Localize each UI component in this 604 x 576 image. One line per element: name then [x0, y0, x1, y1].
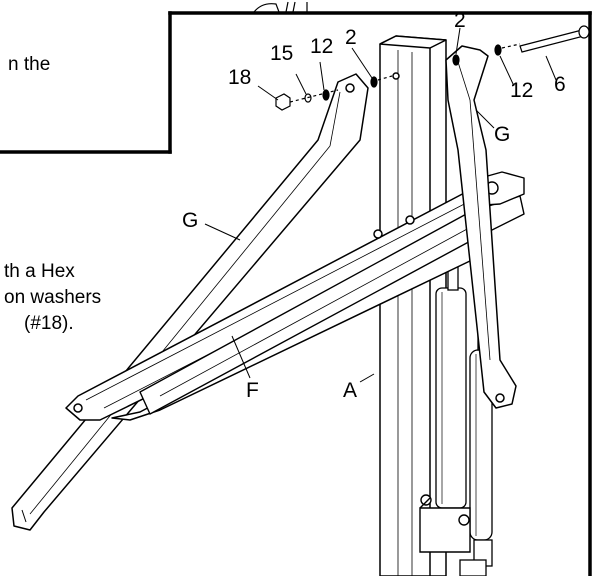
instruction-line-top: n the [8, 54, 51, 75]
bolt-6 [519, 25, 590, 53]
instruction-line-2: on washers [4, 287, 102, 308]
callout-2-left: 2 [345, 26, 357, 49]
bottom-bracket [419, 494, 471, 553]
instruction-line-3: (#18). [24, 313, 74, 334]
callout-12-right: 12 [510, 79, 534, 102]
callout-6: 6 [554, 73, 566, 96]
callout-a: A [343, 379, 358, 402]
callout-12-left: 12 [310, 35, 334, 58]
diagram-frame [0, 11, 592, 576]
callout-18: 18 [228, 66, 252, 89]
callout-f: F [246, 379, 259, 402]
callout-g-top: G [494, 123, 511, 146]
callout-g-left: G [182, 209, 199, 232]
arm-g-right [445, 45, 517, 409]
callout-15: 15 [270, 42, 294, 65]
hardware-right [452, 43, 521, 66]
instruction-line-1: th a Hex [4, 261, 75, 282]
callout-2-right: 2 [454, 9, 466, 32]
hardware-left [275, 75, 393, 111]
top-fragment [253, 1, 308, 13]
leader-lines [204, 27, 557, 383]
